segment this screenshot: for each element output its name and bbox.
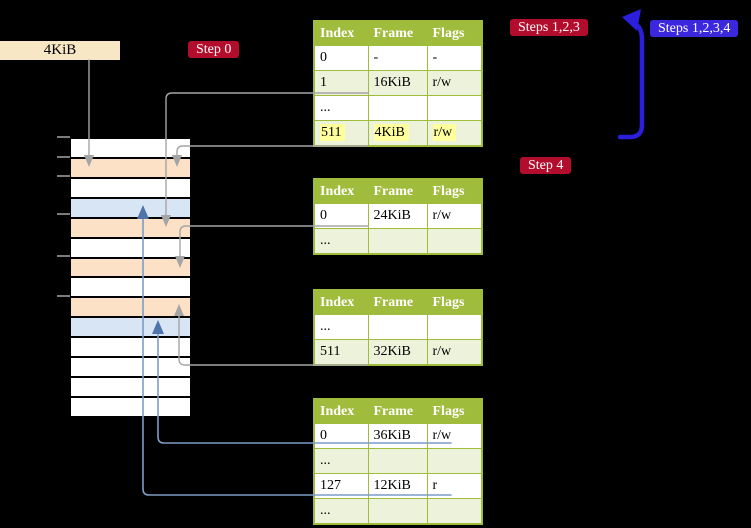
cell bbox=[367, 95, 428, 121]
cell: 0 bbox=[313, 423, 369, 449]
cell: - bbox=[367, 45, 428, 71]
memory-row bbox=[71, 397, 190, 416]
header-cell-index: Index bbox=[313, 178, 369, 204]
cell: 16KiB bbox=[367, 70, 428, 96]
cell: 0 bbox=[313, 45, 369, 71]
cell: 127 bbox=[313, 473, 369, 499]
connector-table1-4kib bbox=[172, 145, 369, 167]
page-table-1: Index Frame Flags 0 - - 1 16KiB r/w ... bbox=[313, 20, 483, 147]
memory-row-page-table-frame bbox=[71, 258, 190, 279]
memory-row bbox=[71, 139, 190, 159]
table-row: 127 12KiB r bbox=[313, 473, 483, 499]
header-cell-frame: Frame bbox=[367, 289, 428, 315]
table-header-row: Index Frame Flags bbox=[313, 178, 483, 204]
header-cell-index: Index bbox=[313, 20, 369, 46]
frame-size-label: 4KiB bbox=[0, 41, 120, 60]
cell: r/w bbox=[426, 70, 483, 96]
cell: ... bbox=[313, 228, 369, 255]
steps-loop-arrow bbox=[617, 9, 645, 140]
cell: 36KiB bbox=[367, 423, 428, 449]
cell: ... bbox=[313, 314, 369, 340]
table-row: ... bbox=[313, 448, 483, 474]
memory-row bbox=[71, 278, 190, 299]
header-cell-index: Index bbox=[313, 398, 369, 424]
header-cell-flags: Flags bbox=[426, 178, 483, 204]
table-row: 1 16KiB r/w bbox=[313, 70, 483, 96]
page-table-4: Index Frame Flags 0 36KiB r/w ... 127 12… bbox=[313, 398, 483, 525]
table-header-row: Index Frame Flags bbox=[313, 20, 483, 46]
cell: 0 bbox=[313, 203, 369, 229]
table-row: 0 - - bbox=[313, 45, 483, 71]
step4-badge: Step 4 bbox=[520, 157, 572, 174]
physical-memory-column bbox=[70, 138, 191, 417]
cell: r/w bbox=[426, 203, 483, 229]
step0-badge: Step 0 bbox=[188, 41, 240, 58]
cell: 32KiB bbox=[367, 339, 428, 366]
page-table-2: Index Frame Flags 0 24KiB r/w ... bbox=[313, 178, 483, 255]
table-row: 511 32KiB r/w bbox=[313, 339, 483, 366]
cell bbox=[367, 314, 428, 340]
cell bbox=[367, 498, 428, 525]
cell bbox=[426, 498, 483, 525]
cell: r/w bbox=[426, 423, 483, 449]
cell bbox=[367, 448, 428, 474]
cell: 511 bbox=[313, 339, 369, 366]
cell bbox=[367, 228, 428, 255]
header-cell-flags: Flags bbox=[426, 289, 483, 315]
header-cell-flags: Flags bbox=[426, 20, 483, 46]
memory-row bbox=[71, 178, 190, 199]
memory-row bbox=[71, 238, 190, 259]
cell: 24KiB bbox=[367, 203, 428, 229]
table-row: ... bbox=[313, 498, 483, 525]
header-cell-index: Index bbox=[313, 289, 369, 315]
memory-row-page-table-frame bbox=[71, 158, 190, 179]
memory-row-mapped-page bbox=[71, 318, 190, 339]
memory-row bbox=[71, 358, 190, 379]
header-cell-flags: Flags bbox=[426, 398, 483, 424]
table-row: ... bbox=[313, 314, 483, 340]
memory-row bbox=[71, 378, 190, 398]
memory-row-mapped-page bbox=[71, 198, 190, 219]
cell bbox=[426, 228, 483, 255]
table-row: ... bbox=[313, 95, 483, 121]
cell: - bbox=[426, 45, 483, 71]
page-table-3: Index Frame Flags ... 511 32KiB r/w bbox=[313, 289, 483, 366]
address-ticks bbox=[57, 136, 70, 297]
memory-row-page-table-frame bbox=[71, 298, 190, 319]
cell bbox=[426, 95, 483, 121]
table-row-highlighted: 511 4KiB r/w bbox=[313, 120, 483, 147]
cell: 1 bbox=[313, 70, 369, 96]
cell: r/w bbox=[426, 339, 483, 366]
table-header-row: Index Frame Flags bbox=[313, 398, 483, 424]
table-row: 0 36KiB r/w bbox=[313, 423, 483, 449]
cell bbox=[426, 314, 483, 340]
memory-row-page-table-frame bbox=[71, 218, 190, 239]
cell: r/w bbox=[426, 120, 483, 147]
cell: 511 bbox=[313, 120, 369, 147]
header-cell-frame: Frame bbox=[367, 20, 428, 46]
cell: ... bbox=[313, 498, 369, 525]
cell: ... bbox=[313, 448, 369, 474]
table-header-row: Index Frame Flags bbox=[313, 289, 483, 315]
cell bbox=[426, 448, 483, 474]
header-cell-frame: Frame bbox=[367, 178, 428, 204]
memory-row bbox=[71, 338, 190, 359]
cell: ... bbox=[313, 95, 369, 121]
cell: 4KiB bbox=[367, 120, 428, 147]
table-row: ... bbox=[313, 228, 483, 255]
steps1234-badge: Steps 1,2,3,4 bbox=[650, 20, 739, 37]
cell: r bbox=[426, 473, 483, 499]
table-row: 0 24KiB r/w bbox=[313, 203, 483, 229]
steps123-badge: Steps 1,2,3 bbox=[510, 19, 588, 36]
cell: 12KiB bbox=[367, 473, 428, 499]
header-cell-frame: Frame bbox=[367, 398, 428, 424]
